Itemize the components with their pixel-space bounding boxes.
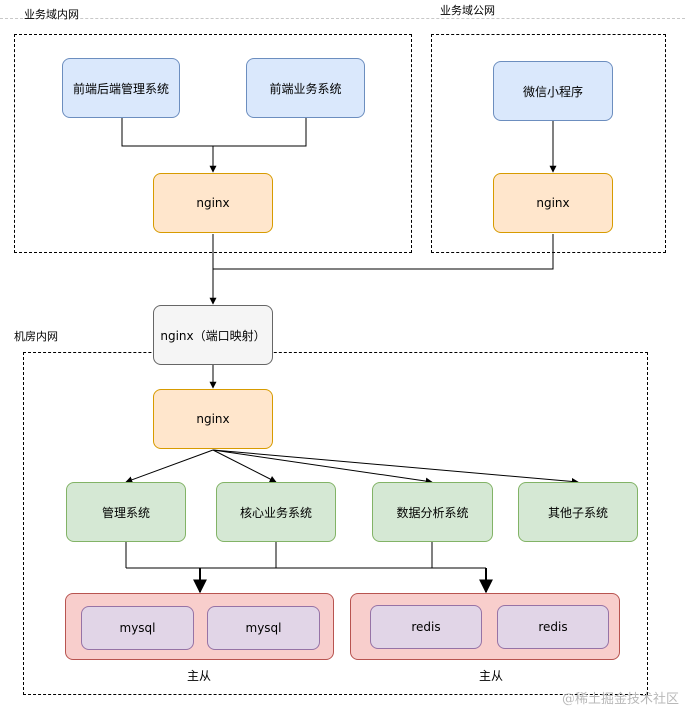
- watermark: @稀土掘金技术社区: [561, 692, 679, 707]
- edge-frontend-admin-to-nginx: [121, 118, 213, 147]
- node-wechat-miniprogram: 微信小程序: [493, 61, 613, 121]
- node-frontend-admin: 前端后端管理系统: [62, 58, 180, 118]
- node-frontend-business: 前端业务系统: [246, 58, 365, 118]
- zone-label-biz-intranet: 业务域内网: [24, 8, 79, 21]
- node-data-analysis-system: 数据分析系统: [372, 482, 493, 542]
- edge-nginx-dc-to-analysis: [212, 449, 433, 485]
- edge-nginx-public-to-mapping: [213, 234, 554, 270]
- node-mysql-1: mysql: [81, 606, 194, 650]
- top-separator: [0, 18, 685, 19]
- node-other-subsystems: 其他子系统: [518, 482, 638, 542]
- edge-frontend-business-to-nginx: [213, 118, 307, 147]
- node-core-business-system: 核心业务系统: [216, 482, 336, 542]
- node-redis-1: redis: [370, 605, 482, 649]
- zone-label-biz-public: 业务域公网: [440, 4, 495, 17]
- node-nginx-datacenter: nginx: [153, 389, 273, 449]
- zone-biz-public: [431, 34, 666, 253]
- node-mysql-2: mysql: [207, 606, 320, 650]
- edge-nginx-dc-to-core: [212, 449, 277, 483]
- edge-nginx-dc-to-other: [212, 449, 579, 485]
- node-admin-system: 管理系统: [66, 482, 186, 542]
- caption-mysql-master-slave: 主从: [187, 669, 212, 683]
- edge-nginx-dc-to-admin: [125, 449, 214, 484]
- zone-datacenter: [23, 352, 648, 695]
- zone-label-datacenter: 机房内网: [14, 330, 58, 343]
- node-nginx-public: nginx: [493, 173, 613, 233]
- caption-redis-master-slave: 主从: [479, 669, 504, 683]
- node-redis-2: redis: [497, 605, 609, 649]
- node-nginx-intranet: nginx: [153, 173, 273, 233]
- node-nginx-port-mapping: nginx（端口映射）: [153, 305, 273, 365]
